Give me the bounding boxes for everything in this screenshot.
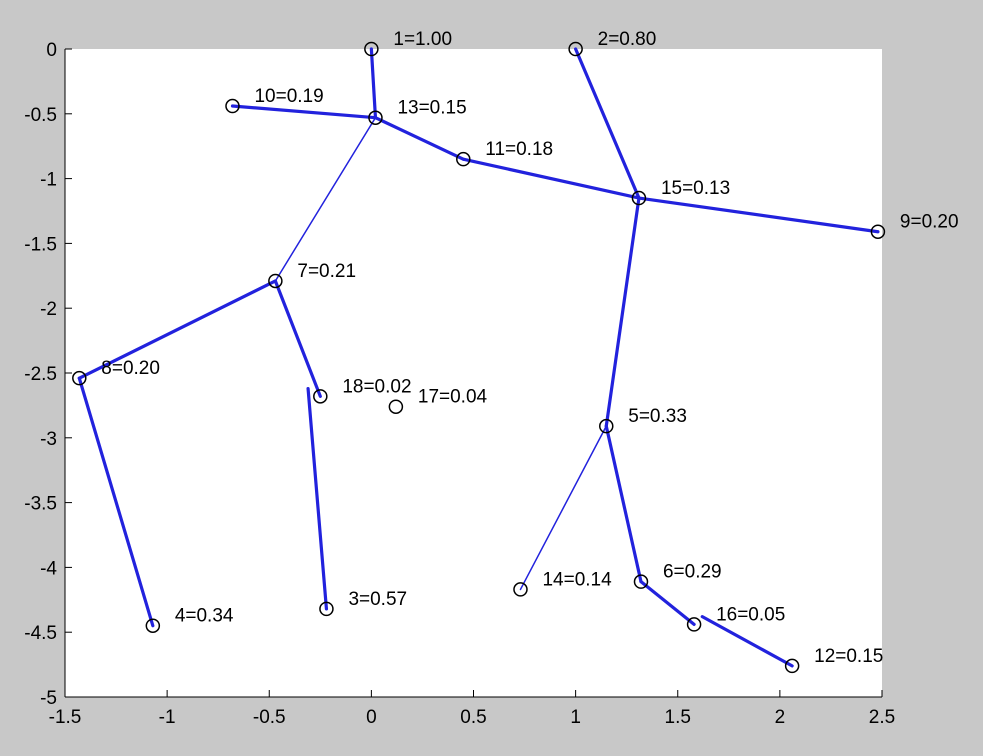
x-tick-label: 1 [570,707,581,728]
y-tick-label: -5 [40,688,57,709]
y-tick-label: -3.5 [24,494,57,515]
edge-line [274,116,377,282]
node-label-16: 16=0.05 [716,604,785,625]
x-tick-label: -0.5 [253,707,286,728]
edge-line [637,196,880,234]
node-marker-17 [388,399,404,414]
y-tick-label: -3 [40,429,57,450]
node-marker-3 [319,601,334,617]
x-tick-label: 0.5 [460,707,486,728]
y-tick-label: -2 [40,299,57,320]
edge-line [461,157,641,200]
node-label-4: 4=0.34 [175,606,234,627]
edge-line [306,386,329,611]
x-tick-label: 0 [366,707,377,728]
node-marker-4 [145,618,161,633]
x-tick-label: -1 [159,707,176,728]
x-tick-label: 2 [775,707,786,728]
node-label-18: 18=0.02 [342,376,411,397]
edge-line [639,580,696,627]
node-label-13: 13=0.15 [397,98,466,119]
node-label-12: 12=0.15 [814,646,883,667]
edge-line [373,116,465,161]
node-label-11: 11=0.18 [485,139,553,160]
edge-line [604,196,641,428]
y-tick-label: -1.5 [24,234,57,255]
edge-line [77,279,277,380]
node-label-17: 17=0.04 [418,387,488,408]
node-marker-2 [568,41,583,57]
node-labels: 1=1.00 2=0.80 3=0.57 4=0.34 5=0.33 6=0.29 7=0.… [101,29,958,667]
node-marker-12 [784,658,800,674]
y-tick-label: -4 [40,558,57,579]
edges [77,47,880,668]
x-tick-label: -1.5 [49,707,82,728]
edge-line [604,424,643,584]
y-tick-label: -1 [40,170,57,191]
node-label-9: 9=0.20 [900,212,959,233]
y-tick-label: -2.5 [24,364,57,385]
node-label-5: 5=0.33 [628,406,687,427]
edge-line [519,425,608,591]
y-tick-label: -0.5 [24,105,57,126]
node-marker-7 [268,273,283,289]
nodes [72,41,886,674]
edge-line [273,279,322,398]
node-marker-14 [513,582,528,597]
edge-line [369,47,378,120]
node-marker-16 [686,617,702,632]
node-marker-18 [313,389,328,404]
node-marker-10 [225,98,240,114]
node-label-3: 3=0.57 [348,589,407,610]
node-marker-9 [870,224,886,239]
y-tick-label: -4.5 [24,623,57,644]
x-tick-label: 2.5 [869,707,895,728]
node-marker-8 [72,370,87,386]
node-marker-11 [456,151,471,167]
edge-line [230,104,378,120]
node-marker-5 [599,418,614,434]
node-marker-6 [633,574,649,589]
node-marker-15 [631,190,647,206]
node-label-15: 15=0.13 [661,178,730,199]
plot-area [65,49,882,697]
axes: -1.5 -1 -0.5 0 0.5 1 1.5 2 2.5 0 -0.5 -1 -1.5 -2 -2.5 -… [24,40,895,728]
x-tick-label: 1.5 [665,707,691,728]
node-marker-13 [368,110,383,125]
node-label-10: 10=0.19 [254,86,323,107]
node-label-6: 6=0.29 [663,562,722,583]
node-label-1: 1=1.00 [393,29,452,50]
edge-line [574,47,641,200]
node-label-14: 14=0.14 [542,569,612,590]
node-label-8: 8=0.20 [101,358,160,379]
y-tick-label: 0 [46,40,57,61]
node-marker-1 [364,41,379,57]
edge-line [77,376,155,628]
node-label-2: 2=0.80 [598,29,657,50]
node-label-7: 7=0.21 [297,261,356,282]
edge-line [700,615,794,668]
